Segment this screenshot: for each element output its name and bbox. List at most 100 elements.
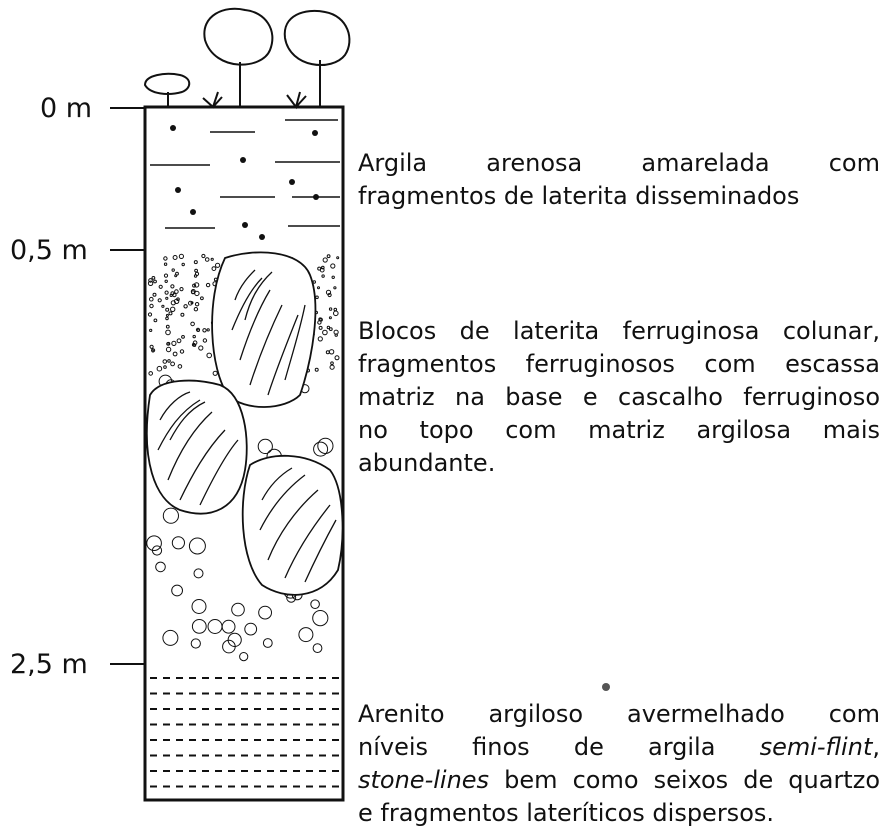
pebble xyxy=(191,619,207,634)
pebble xyxy=(171,584,184,597)
desc-text: , xyxy=(872,733,880,761)
gravel-dot xyxy=(192,334,196,339)
gravel-dot xyxy=(198,345,204,351)
gravel-dot xyxy=(328,349,335,355)
gravel-dot xyxy=(329,364,335,370)
gravel-dot xyxy=(157,298,162,303)
gravel-dot xyxy=(193,282,200,288)
block-striations xyxy=(157,269,337,583)
gravel-dot xyxy=(321,265,325,270)
gravel-dot xyxy=(212,370,218,376)
gravel-dot xyxy=(170,291,175,296)
gravel-dot xyxy=(319,267,325,273)
stray-mark xyxy=(602,683,610,691)
gravel-dot xyxy=(163,365,167,369)
gravel-dot xyxy=(165,313,169,317)
gravel-dot xyxy=(166,341,171,346)
pebble xyxy=(190,638,201,649)
gravel-dot xyxy=(317,320,322,325)
pebble xyxy=(207,619,223,634)
gravel-dot xyxy=(193,307,199,312)
gravel-dot xyxy=(163,256,168,261)
grass-tuft xyxy=(286,91,307,110)
gravel-dot xyxy=(192,340,198,346)
gravel-dot xyxy=(161,304,165,308)
grass-tuft xyxy=(202,91,223,109)
pebble xyxy=(146,535,162,552)
gravel-dot xyxy=(190,321,195,327)
desc-line: no topo com matriz argilosa mais xyxy=(358,416,880,444)
gravel-dot xyxy=(202,338,208,343)
gravel-dot xyxy=(156,365,163,372)
gravel-dot xyxy=(322,257,328,263)
depth-label-0: 0 m xyxy=(40,93,93,124)
layer-bottom-pattern xyxy=(150,677,340,788)
pebble xyxy=(312,610,329,627)
gravel-dot xyxy=(149,296,154,302)
gravel-dot xyxy=(194,268,199,273)
gravel-dot xyxy=(205,282,211,288)
gravel-dot xyxy=(318,325,323,330)
gravel-dot xyxy=(177,364,183,369)
depth-label-05: 0,5 m xyxy=(10,235,88,266)
desc-line: abundante. xyxy=(358,449,496,477)
gravel-dot xyxy=(317,286,320,290)
gravel-dot xyxy=(147,280,154,286)
gravel-dot xyxy=(215,262,221,268)
gravel-dot xyxy=(327,292,332,298)
desc-line: fragmentos ferruginosos com escassa xyxy=(358,350,880,378)
layer-description-bottom: Arenito argiloso avermelhado com níveis … xyxy=(358,698,880,830)
gravel-dot xyxy=(325,289,332,295)
shrub xyxy=(143,72,191,95)
pebble xyxy=(257,438,273,454)
gravel-dot xyxy=(333,307,338,312)
gravel-dot xyxy=(314,367,319,372)
gravel-dot xyxy=(201,253,206,259)
pebble xyxy=(222,639,236,654)
gravel-dot xyxy=(164,279,168,283)
laterite-block xyxy=(146,379,248,515)
gravel-dot xyxy=(165,324,170,329)
gravel-dot xyxy=(326,254,331,259)
gravel-dot xyxy=(165,307,170,312)
pebble xyxy=(313,441,329,457)
gravel-dot xyxy=(165,316,169,321)
gravel-dot xyxy=(334,333,338,337)
desc-line: níveis finos de argila semi-flint, xyxy=(358,731,880,764)
desc-line: Arenito argiloso avermelhado com xyxy=(358,700,880,728)
desc-text: bem como seixos de quartzo xyxy=(489,766,880,794)
layer-top-pattern xyxy=(150,119,340,229)
gravel-dot xyxy=(194,271,200,276)
desc-italic: semi-flint xyxy=(759,733,873,761)
pebble xyxy=(162,507,179,524)
pebble xyxy=(317,437,334,454)
gravel-dot xyxy=(151,276,156,280)
gravel-dot xyxy=(171,340,177,346)
gravel-dot xyxy=(334,355,340,361)
gravel-dot xyxy=(149,344,154,349)
desc-italic: stone-lines xyxy=(358,766,490,794)
gravel-dot xyxy=(147,312,153,317)
gravel-dot xyxy=(315,295,319,300)
pebble xyxy=(312,643,323,653)
gravel-dot xyxy=(164,290,169,295)
desc-line: Blocos de laterita ferruginosa colunar, xyxy=(358,317,880,345)
depth-label-25: 2,5 m xyxy=(10,649,88,680)
gravel-dot xyxy=(196,328,201,332)
gravel-dot xyxy=(330,361,334,366)
gravel-dot xyxy=(202,328,207,333)
gravel-dot xyxy=(152,292,157,297)
gravel-dot xyxy=(165,329,171,336)
gravel-dot xyxy=(153,279,157,284)
gravel-dot xyxy=(180,312,185,317)
pebble xyxy=(171,536,185,550)
gravel-dot xyxy=(165,296,169,300)
gravel-dot xyxy=(179,287,184,292)
pebble xyxy=(188,537,206,555)
pebble xyxy=(162,629,179,646)
pebble xyxy=(244,622,258,636)
pebble xyxy=(231,602,245,617)
pebble xyxy=(258,605,273,620)
gravel-dot xyxy=(175,271,179,276)
desc-line: matriz na base e cascalho ferruginoso xyxy=(358,383,880,411)
